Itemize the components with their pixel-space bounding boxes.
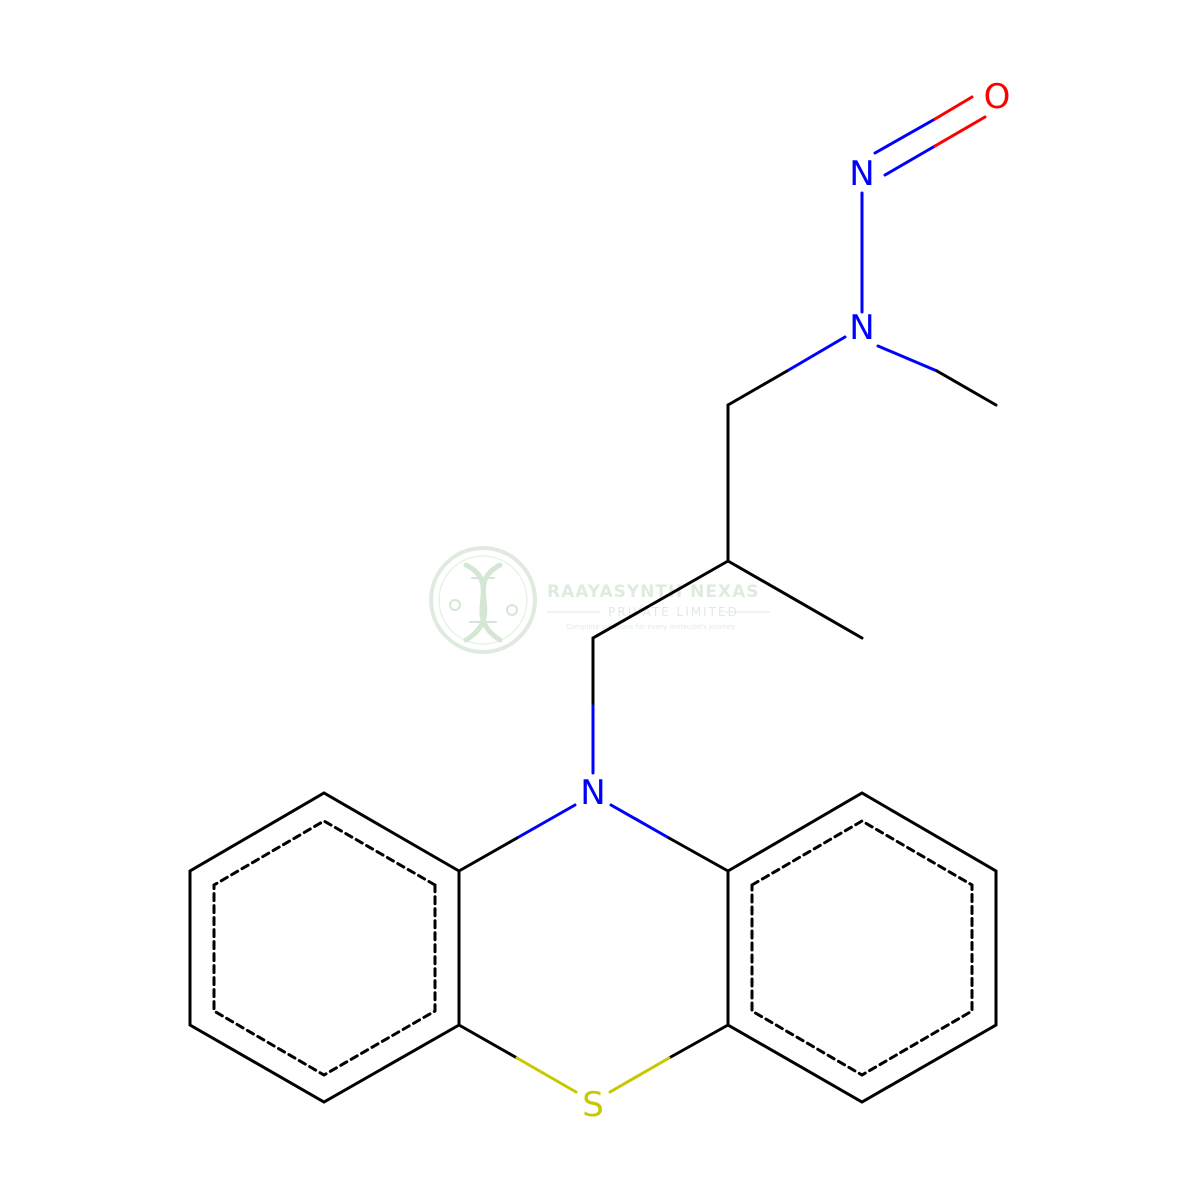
atom-oxygen: O xyxy=(984,77,1011,117)
bond-ring-n-left xyxy=(457,803,577,873)
watermark-logo-ring xyxy=(429,546,537,654)
atom-nitroso-nitrogen: N xyxy=(849,154,874,194)
bond-ch-ch2 xyxy=(591,559,730,640)
atom-ring-nitrogen: N xyxy=(580,773,605,813)
watermark: RAAYASYNTH NEXAS PRIVATE LIMITED Complet… xyxy=(429,546,770,654)
atom-sulfur: S xyxy=(582,1085,604,1125)
bond-n-methyl xyxy=(876,344,998,407)
watermark-subtitle: PRIVATE LIMITED xyxy=(608,605,739,619)
bonds xyxy=(188,95,998,1104)
atom-amine-nitrogen: N xyxy=(849,308,874,348)
watermark-tagline: Complete solutions for every molecule's … xyxy=(566,623,735,631)
dna-helix-icon xyxy=(449,562,518,643)
watermark-title: RAAYASYNTH NEXAS xyxy=(547,582,760,602)
bond-nitroso-double xyxy=(873,95,987,177)
left-benzene-ring xyxy=(188,791,461,1104)
bond-ch-methyl xyxy=(726,559,864,640)
bond-n-ch2 xyxy=(726,335,847,407)
bond-s-left xyxy=(457,1023,578,1094)
right-benzene-ring xyxy=(726,791,998,1104)
bond-s-right xyxy=(608,1023,730,1094)
atom-labels: O N N N S xyxy=(580,77,1010,1125)
bond-ring-n-right xyxy=(609,803,730,873)
